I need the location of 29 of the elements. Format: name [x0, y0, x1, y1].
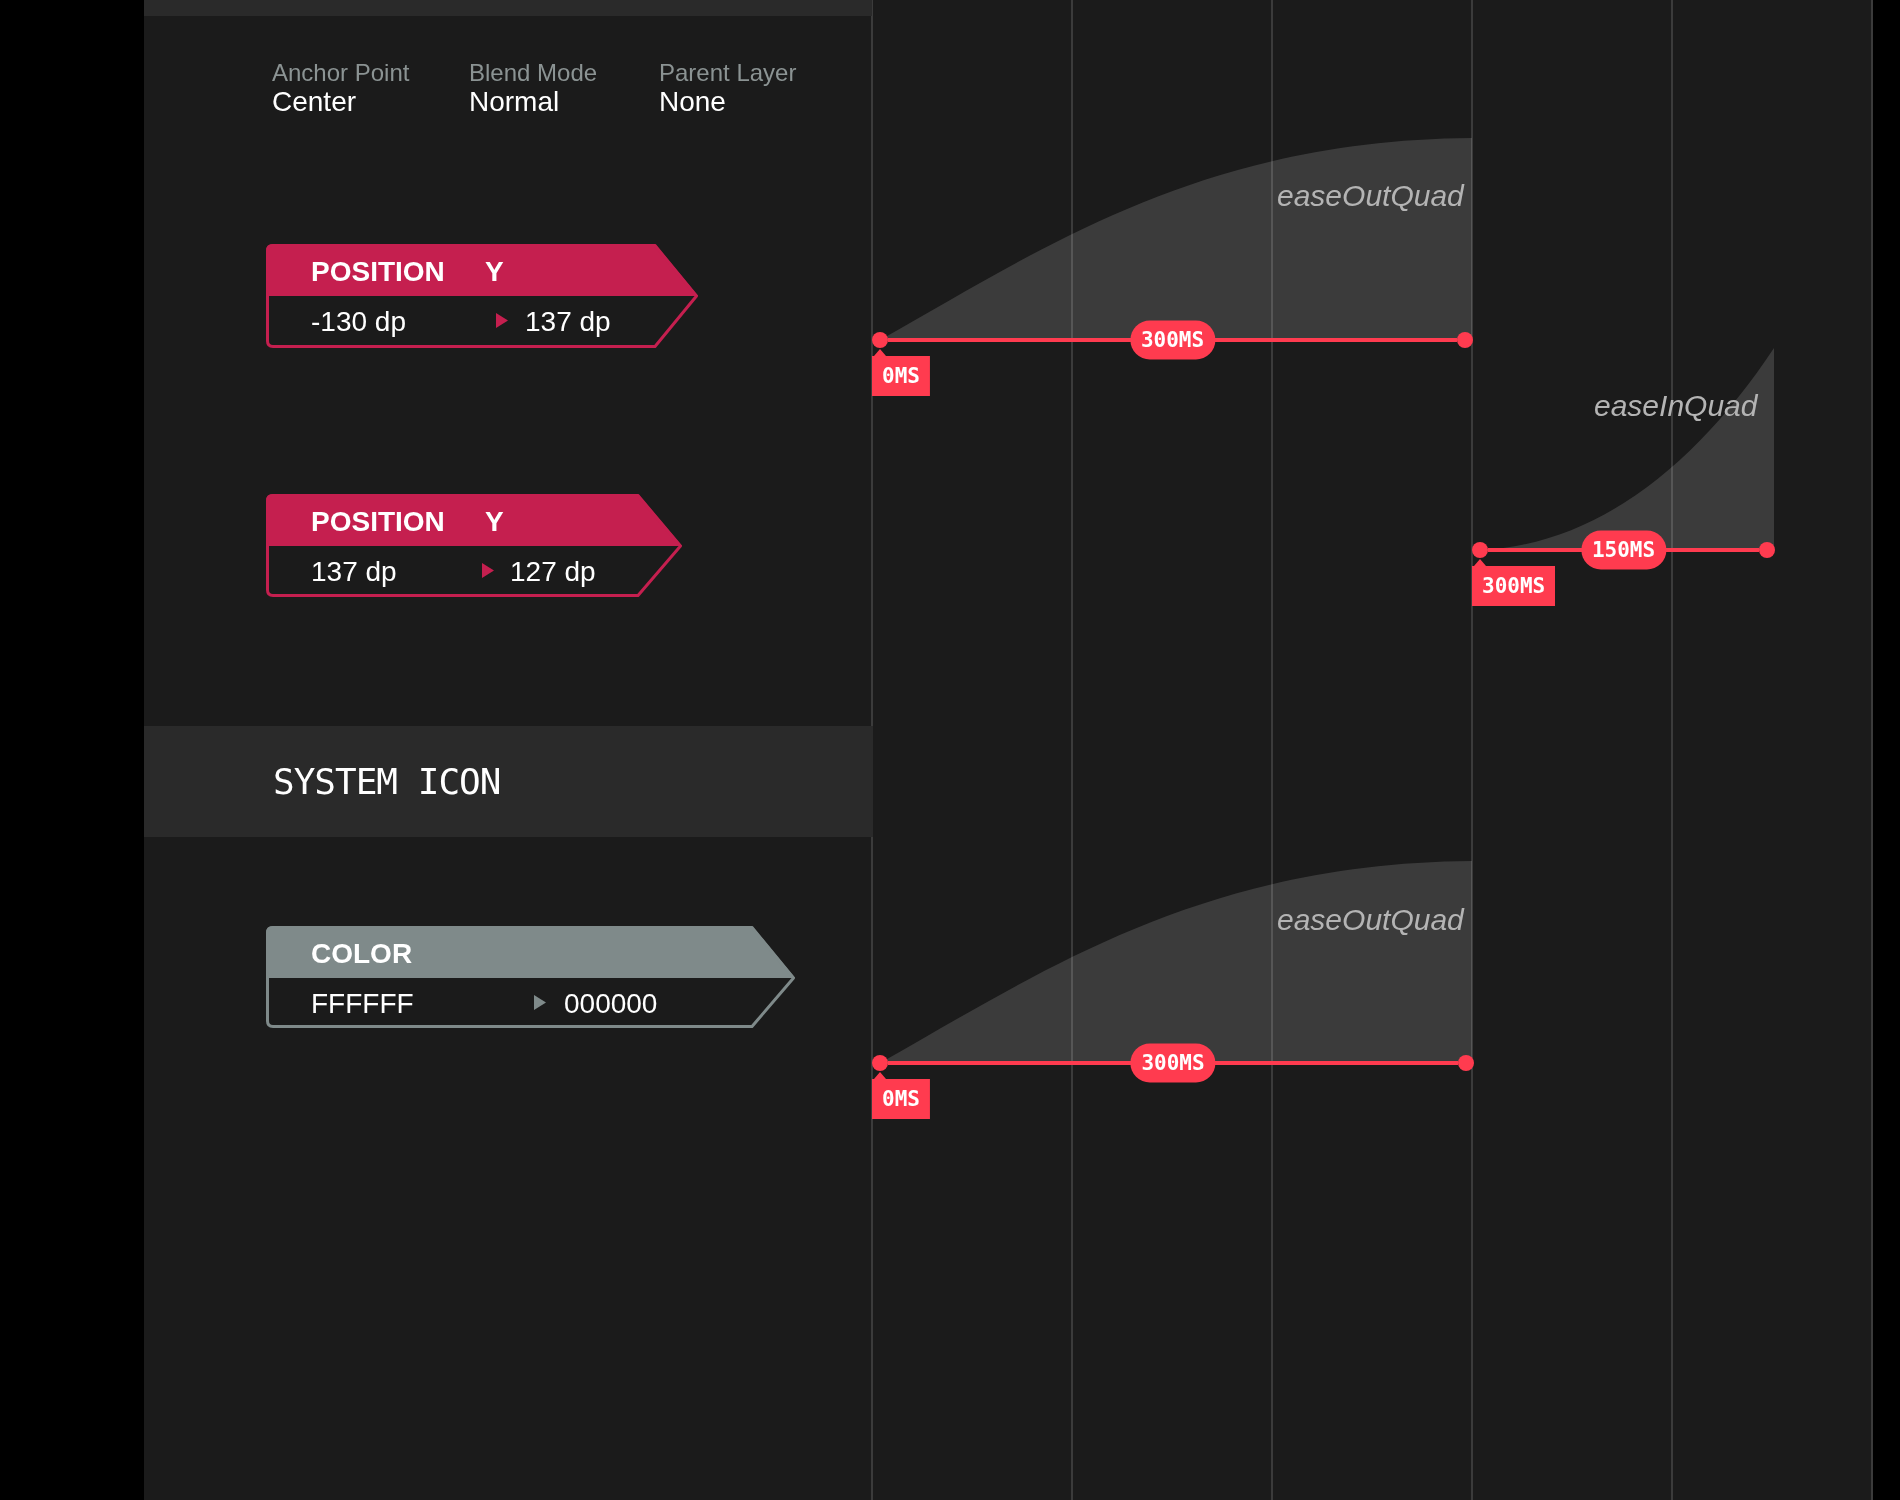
property-value: None [659, 88, 726, 116]
keyframe-card [266, 926, 795, 1028]
property-name: Anchor Point [272, 61, 410, 85]
property-name: Parent Layer [659, 61, 797, 85]
card-heading: Y [485, 258, 504, 286]
keyframe-card [266, 244, 698, 348]
duration-label: 300MS [1129, 320, 1216, 360]
easing-name: easeInQuad [1594, 391, 1758, 421]
section-band [144, 726, 873, 837]
card-heading: POSITION [311, 258, 445, 286]
easing-name: easeOutQuad [1277, 905, 1464, 935]
card-heading: Y [485, 508, 504, 536]
start-value: -130 dp [311, 308, 406, 336]
top-bar [144, 0, 872, 16]
property-value: Normal [469, 88, 560, 116]
easing-name: easeOutQuad [1277, 181, 1464, 211]
start-value: FFFFFF [311, 990, 414, 1018]
card-heading: COLOR [311, 940, 413, 968]
duration-label: 150MS [1580, 530, 1667, 570]
keyframe-card [266, 494, 682, 597]
start-value: 137 dp [311, 558, 397, 586]
property-value: Center [272, 88, 357, 116]
end-value: 137 dp [525, 308, 611, 336]
card-heading: POSITION [311, 508, 445, 536]
section-title: SYSTEM ICON [273, 761, 501, 802]
end-value: 000000 [564, 990, 658, 1018]
end-value: 127 dp [510, 558, 596, 586]
duration-label: 300MS [1130, 1043, 1216, 1083]
property-name: Blend Mode [469, 61, 598, 85]
